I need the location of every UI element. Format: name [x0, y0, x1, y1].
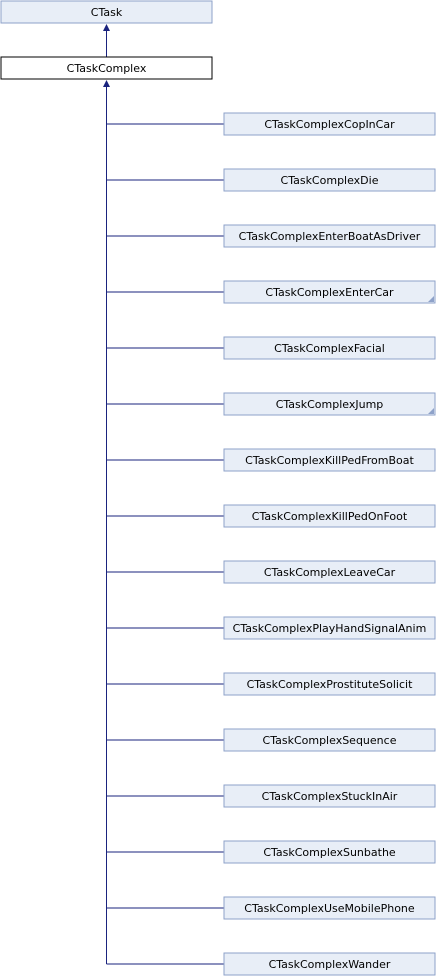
- derived-class-box[interactable]: [223, 840, 436, 864]
- derived-class-node[interactable]: CTaskComplexLeaveCar: [106, 560, 436, 584]
- derived-class-node[interactable]: CTaskComplexCopInCar: [106, 112, 436, 136]
- derived-class-label: CTaskComplexKillPedOnFoot: [252, 510, 408, 523]
- derived-class-label: CTaskComplexPlayHandSignalAnim: [233, 622, 427, 635]
- derived-classes: CTaskComplexCopInCarCTaskComplexDieCTask…: [106, 112, 436, 976]
- derived-class-box[interactable]: [223, 728, 436, 752]
- base-class-label: CTask: [91, 6, 123, 19]
- derived-class-label: CTaskComplexCopInCar: [264, 118, 395, 131]
- derived-class-label: CTaskComplexJump: [276, 398, 384, 411]
- derived-class-box[interactable]: [223, 672, 436, 696]
- derived-class-label: CTaskComplexKillPedFromBoat: [245, 454, 414, 467]
- arrowhead-current: [103, 80, 110, 87]
- derived-class-node[interactable]: CTaskComplexProstituteSolicit: [106, 672, 436, 696]
- derived-class-label: CTaskComplexFacial: [274, 342, 385, 355]
- derived-class-node[interactable]: CTaskComplexUseMobilePhone: [106, 896, 436, 920]
- derived-class-node[interactable]: CTaskComplexSunbathe: [106, 840, 436, 864]
- derived-class-box[interactable]: [223, 448, 436, 472]
- derived-class-node[interactable]: CTaskComplexFacial: [106, 336, 436, 360]
- derived-class-node[interactable]: CTaskComplexEnterBoatAsDriver: [106, 224, 436, 248]
- derived-class-box[interactable]: [223, 336, 436, 360]
- derived-class-box[interactable]: [223, 280, 436, 304]
- derived-class-node[interactable]: CTaskComplexSequence: [106, 728, 436, 752]
- arrowhead-base: [103, 24, 110, 31]
- derived-class-box[interactable]: [223, 616, 436, 640]
- derived-class-label: CTaskComplexProstituteSolicit: [247, 678, 414, 691]
- base-class-node[interactable]: CTask: [0, 0, 213, 24]
- current-class-node: CTaskComplex: [0, 56, 213, 80]
- derived-class-node[interactable]: CTaskComplexDie: [106, 168, 436, 192]
- derived-class-node[interactable]: CTaskComplexJump: [106, 392, 436, 416]
- current-class-label: CTaskComplex: [67, 62, 147, 75]
- derived-class-label: CTaskComplexSunbathe: [263, 846, 396, 859]
- more-descendants-icon: [428, 408, 434, 414]
- derived-class-node[interactable]: CTaskComplexKillPedOnFoot: [106, 504, 436, 528]
- derived-class-label: CTaskComplexEnterBoatAsDriver: [239, 230, 421, 243]
- derived-class-label: CTaskComplexWander: [269, 958, 391, 971]
- derived-class-label: CTaskComplexLeaveCar: [264, 566, 396, 579]
- derived-class-box[interactable]: [223, 112, 436, 136]
- derived-class-box[interactable]: [223, 784, 436, 808]
- derived-class-node[interactable]: CTaskComplexWander: [106, 952, 436, 976]
- derived-class-box[interactable]: [223, 560, 436, 584]
- derived-class-node[interactable]: CTaskComplexKillPedFromBoat: [106, 448, 436, 472]
- derived-class-box[interactable]: [223, 392, 436, 416]
- derived-class-label: CTaskComplexStuckInAir: [262, 790, 398, 803]
- derived-class-box[interactable]: [223, 224, 436, 248]
- derived-class-node[interactable]: CTaskComplexEnterCar: [106, 280, 436, 304]
- derived-class-box[interactable]: [223, 952, 436, 976]
- derived-class-label: CTaskComplexDie: [281, 174, 379, 187]
- derived-class-box[interactable]: [223, 168, 436, 192]
- more-descendants-icon: [428, 296, 434, 302]
- derived-class-label: CTaskComplexSequence: [263, 734, 397, 747]
- derived-class-node[interactable]: CTaskComplexPlayHandSignalAnim: [106, 616, 436, 640]
- derived-class-box[interactable]: [223, 896, 436, 920]
- derived-class-box[interactable]: [223, 504, 436, 528]
- derived-class-node[interactable]: CTaskComplexStuckInAir: [106, 784, 436, 808]
- derived-class-label: CTaskComplexEnterCar: [265, 286, 394, 299]
- derived-class-label: CTaskComplexUseMobilePhone: [244, 902, 415, 915]
